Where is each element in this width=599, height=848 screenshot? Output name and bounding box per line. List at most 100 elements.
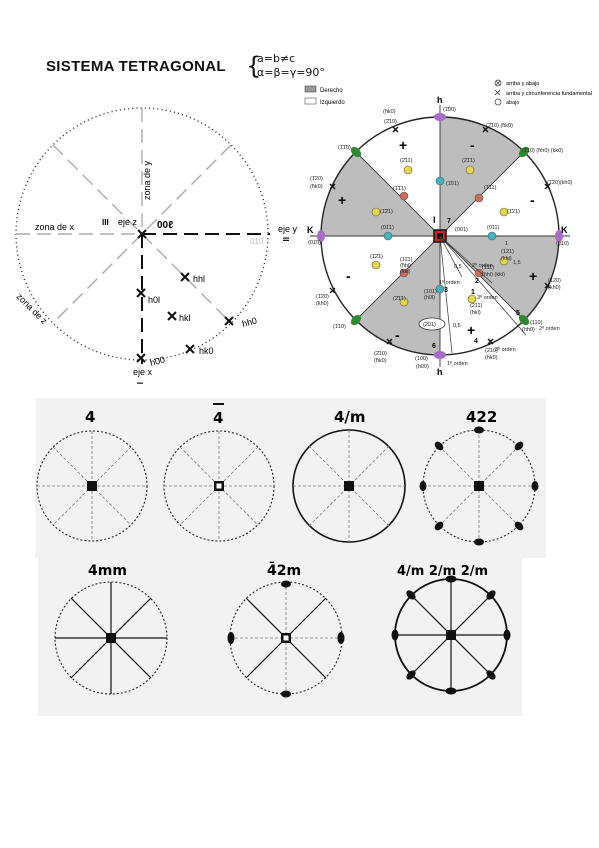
legend-both: arriba y abajo — [506, 81, 539, 87]
svg-text:(110): (110) — [530, 320, 543, 326]
svg-text:7: 7 — [447, 218, 451, 225]
group-title-4bar: 4 — [213, 409, 223, 427]
cross-icon — [167, 311, 177, 321]
svg-text:(2̄10) (h̄k0): (2̄10) (h̄k0) — [486, 123, 513, 129]
group-4mm-diagram — [54, 581, 168, 695]
svg-text:1º orden: 1º orden — [447, 360, 468, 367]
svg-text:(kkl): (kkl) — [400, 269, 411, 275]
svg-text:(100): (100) — [415, 356, 428, 362]
svg-text:(01̄0): (01̄0) — [308, 240, 321, 246]
group-panel-top — [35, 398, 546, 558]
roman-iii: III — [102, 218, 109, 227]
svg-text:1: 1 — [505, 241, 508, 247]
group-title-422: 422 — [466, 408, 497, 426]
svg-text:(211): (211) — [470, 303, 483, 309]
svg-text:(h0l): (h0l) — [424, 295, 435, 301]
svg-text:(01̄1): (01̄1) — [381, 225, 394, 231]
svg-text:(h̄hl): (h̄hl) — [400, 263, 411, 269]
svg-text:(1̄20): (1̄20) — [310, 176, 323, 182]
svg-text:(1̄20): (1̄20) — [316, 294, 329, 300]
svg-text:(2̄1̄1): (2̄1̄1) — [462, 158, 475, 164]
svg-text:(11̄1): (11̄1) — [400, 257, 413, 263]
svg-text:2º orden: 2º orden — [472, 262, 493, 269]
svg-text:(1̄1̄0): (1̄1̄0) — [338, 145, 351, 151]
zone-x-label: zona de x — [35, 222, 75, 232]
order-lines — [439, 235, 527, 354]
legend-below: abajo — [506, 100, 519, 106]
svg-text:(1̄2̄1): (1̄2̄1) — [380, 209, 393, 215]
svg-text:(210): (210) — [485, 348, 498, 354]
group-title-4: 4 — [85, 408, 95, 426]
teal-poles — [383, 176, 497, 294]
cross-icon — [136, 353, 146, 363]
axis-x-label: eje x — [133, 367, 153, 377]
cross-icon — [137, 229, 147, 239]
svg-text:(1̄00): (1̄00) — [443, 107, 456, 113]
group-title-4bar2m: 4̄2m — [267, 560, 301, 579]
label-hk0: hk0 — [199, 346, 214, 356]
diagonal-lines — [16, 108, 232, 324]
svg-text:(2̄10): (2̄10) — [374, 351, 387, 357]
legend-cross: arriba y circunferencia fundamental — [506, 91, 592, 97]
svg-text:(001): (001) — [455, 227, 468, 233]
point-groups: 4 4 4/m 422 4mm 4̄2m 4/m 2/m 2/m — [36, 403, 539, 698]
svg-text:-: - — [395, 327, 400, 343]
face-010: 010 — [250, 237, 264, 246]
h-top-label: h — [437, 95, 443, 105]
svg-text:(010): (010) — [556, 241, 569, 247]
label-hhl: hhl — [193, 274, 205, 284]
group-4m-diagram — [292, 429, 406, 543]
svg-text:(111): (111) — [482, 265, 494, 271]
svg-text:5: 5 — [516, 310, 520, 317]
svg-text:2: 2 — [475, 278, 479, 285]
group-title-4mm: 4mm — [88, 563, 127, 579]
group-title-4m: 4/m — [334, 408, 366, 426]
h-bottom-label: h — [437, 367, 443, 377]
svg-text:(201): (201) — [423, 322, 436, 328]
svg-text:(kh0): (kh0) — [548, 285, 561, 291]
svg-text:3º orden: 3º orden — [477, 294, 498, 301]
svg-text:(1̄10): (1̄10) — [333, 324, 346, 330]
cross-icon — [494, 89, 501, 96]
svg-text:(1̄2̄1): (1̄2̄1) — [370, 254, 383, 260]
svg-text:0,5: 0,5 — [454, 264, 462, 270]
yellow-poles — [371, 165, 509, 307]
roman-i: I — [135, 382, 144, 384]
label-h0l: h0l — [148, 295, 160, 305]
face-labels: (1̄00) (h̄k0) (2̄10) (2̄10) (h̄k0) (1̄1̄… — [308, 107, 573, 370]
group-4m2m2m-diagram — [391, 575, 511, 695]
svg-text:(h̄k0): (h̄k0) — [310, 184, 323, 190]
svg-text:(101): (101) — [424, 289, 437, 295]
k-right-label: K — [561, 225, 568, 235]
svg-text:(k̄h0): (k̄h0) — [316, 301, 329, 307]
svg-text:(1̄01): (1̄01) — [446, 181, 459, 187]
red-poles — [399, 191, 484, 278]
svg-text:(120): (120) — [548, 278, 561, 284]
svg-text:(2̄1̄1): (2̄1̄1) — [393, 296, 406, 302]
svg-text:(2̄11): (2̄11) — [400, 158, 413, 164]
svg-text:(2̄10): (2̄10) — [384, 119, 397, 125]
svg-text:(hk0): (hk0) — [485, 355, 498, 361]
group-4bar2m-diagram — [227, 580, 345, 698]
svg-text:+: + — [467, 322, 475, 338]
svg-text:3: 3 — [444, 287, 448, 294]
cross-icon — [224, 316, 234, 326]
svg-text:(011): (011) — [487, 225, 500, 231]
legend-derecho-swatch — [304, 85, 317, 93]
svg-text:(1̄10) (h̄h0) (kk0): (1̄10) (h̄h0) (kk0) — [522, 148, 563, 154]
svg-text:2º orden: 2º orden — [539, 325, 560, 332]
face-crosses — [136, 229, 234, 363]
svg-text:1,5: 1,5 — [513, 260, 521, 266]
label-h00: h00 — [149, 354, 166, 368]
group-4-diagram — [36, 430, 148, 542]
condition-angles: α=β=γ=90° — [257, 66, 325, 79]
primitive-crosses — [329, 126, 551, 345]
svg-text:+: + — [529, 268, 537, 284]
page-title: SISTEMA TETRAGONAL — [46, 58, 226, 75]
svg-text:6: 6 — [432, 343, 436, 350]
svg-text:-: - — [470, 137, 475, 153]
svg-text:-: - — [530, 192, 535, 208]
zone-diagram: zona de y zona de x zona de z eje z III … — [15, 107, 298, 384]
signs: + - + - - + - + — [338, 137, 537, 343]
axis-y-label: eje y — [278, 224, 298, 234]
